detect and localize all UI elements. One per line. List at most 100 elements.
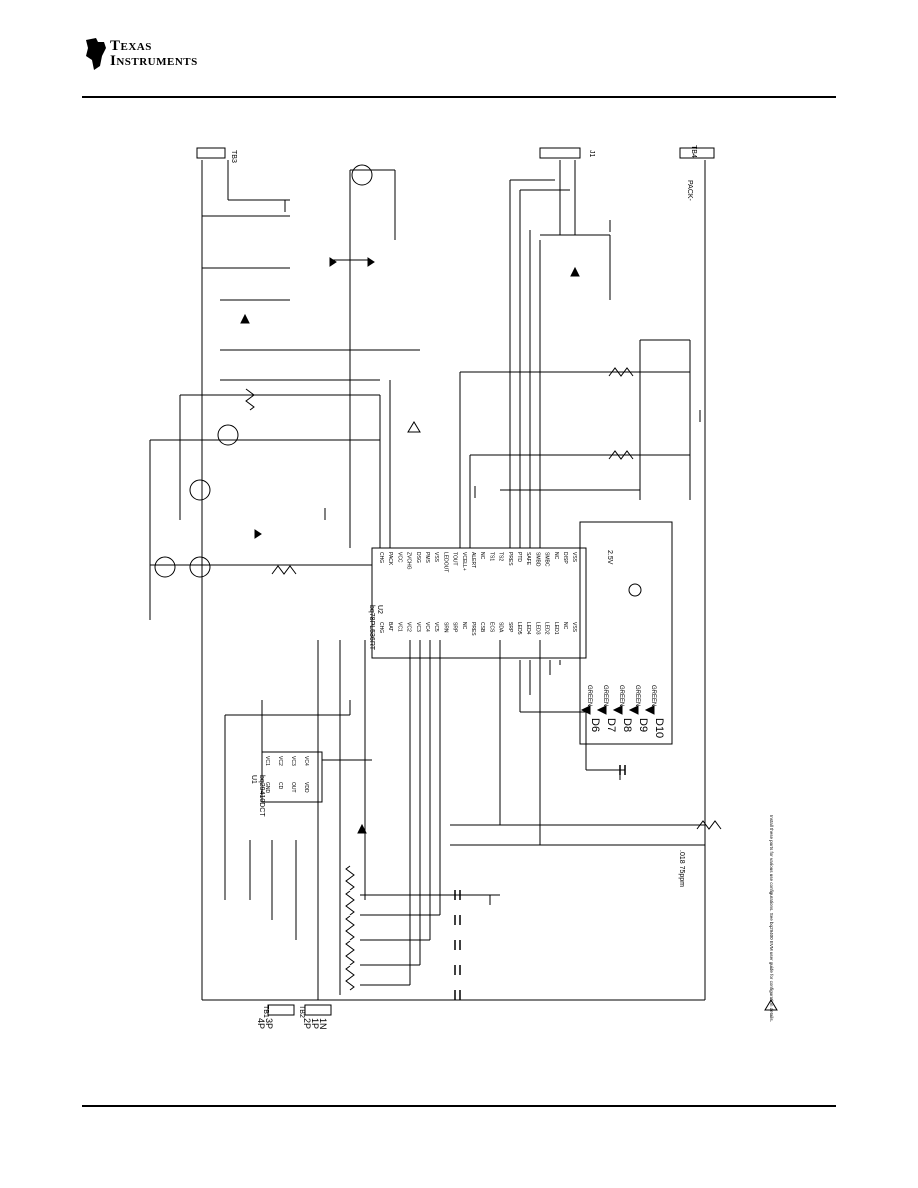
u2-pin-left-8: LEDOUT (442, 552, 448, 572)
resistor-r3 (345, 915, 355, 941)
resistor-r5 (345, 865, 355, 891)
u2-pin-right-4: VC2 (406, 622, 412, 632)
header-rule (82, 96, 836, 98)
u2-pin-left-22: VSS (571, 552, 577, 563)
led-d7-color: GREEN (602, 685, 608, 706)
u1-part: bq29410DCT (258, 775, 265, 817)
u2-pin-left-21: DISP (562, 552, 568, 564)
led-d7-icon (596, 705, 607, 715)
u2-pin-left-4: ZVCHG (406, 552, 412, 570)
fet-q3-icon (154, 556, 176, 578)
u2-pin-right-6: VC4 (424, 622, 430, 632)
led-d7-ref: D7 (605, 718, 617, 732)
note-triangle-icon (764, 999, 778, 1011)
u2-pin-right-14: SDA (498, 622, 504, 633)
led-d10-color: GREEN (650, 685, 656, 706)
connector-tb4 (679, 147, 715, 159)
fet-q4-icon (189, 479, 211, 501)
u2-pin-left-1: CHG (378, 552, 384, 563)
footer-rule (82, 1105, 836, 1107)
u2-pin-right-22: VSS (571, 622, 577, 633)
u1-pin-5: GND (264, 782, 270, 794)
u2-pin-left-7: VSS (433, 552, 439, 563)
u2-pin-right-2: BAT (387, 622, 393, 631)
u2-pin-right-10: NC (461, 622, 467, 630)
sense-resistor-r11 (696, 820, 722, 830)
u2-pin-left-9: TOUT (452, 552, 458, 566)
u2-pin-right-5: VC3 (415, 622, 421, 632)
sense-resistor-value: .018 75ppm (678, 850, 685, 887)
u1-pin-8: VDD (303, 782, 309, 793)
u2-pin-right-7: VC5 (433, 622, 439, 632)
u2-pin-right-8: SRN (442, 622, 448, 633)
led-d10-icon (644, 705, 655, 715)
tb2-label: TB2 (298, 1005, 305, 1018)
u2-pin-right-15: SRP (507, 622, 513, 633)
u2-pin-left-20: NC (553, 552, 559, 560)
led-d8-ref: D8 (621, 718, 633, 732)
zener-d4-icon (240, 313, 250, 324)
u2-pin-right-18: LED3 (534, 622, 540, 635)
tb1-pin-4p: 4P (256, 1018, 266, 1029)
connector-tb1 (267, 1004, 295, 1016)
fet-q6-icon (217, 424, 239, 446)
u2-pin-left-13: TS1 (488, 552, 494, 561)
tb1-label: TB1 (262, 1005, 269, 1018)
u1-pin-6: CD (277, 782, 283, 790)
u2-pin-left-15: PRES (507, 552, 513, 566)
led-d9-color: GREEN (634, 685, 640, 706)
u2-pin-left-12: NC (479, 552, 485, 560)
u2-pin-left-19: SMBC (544, 552, 550, 567)
u2-pin-right-3: VC1 (396, 622, 402, 632)
tb3-label: TB3 (230, 150, 237, 163)
ti-wordmark: Texas Instruments (110, 39, 198, 69)
tb2-pin-1n: 1N (318, 1018, 328, 1030)
connector-tb2 (304, 1004, 332, 1016)
resistor-r18 (271, 565, 297, 575)
connector-tb3 (196, 147, 226, 159)
ti-logo-icon (86, 38, 106, 70)
u2-pin-left-11: ALERT (470, 552, 476, 568)
ic-u2-body (371, 547, 587, 659)
diode-d11-icon (254, 529, 262, 539)
connector-j1 (539, 147, 581, 159)
u2-pin-right-13: ECS (488, 622, 494, 633)
u2-pin-left-2: PACK (387, 552, 393, 566)
resistor-r2 (345, 940, 355, 966)
u1-ref: U1 (250, 775, 257, 784)
led-d9-icon (628, 705, 639, 715)
u2-pin-right-17: LED4 (525, 622, 531, 635)
u2-pin-left-10: VCELL+ (461, 552, 467, 571)
brand-line-1: Texas (110, 38, 152, 54)
u2-pin-left-14: TS2 (498, 552, 504, 561)
u2-pin-left-18: SMBD (534, 552, 540, 567)
u1-pin-4: VC4 (303, 756, 309, 766)
u2-pin-right-9: SRP (452, 622, 458, 633)
u2-pin-right-11: PRES (470, 622, 476, 636)
u1-pin-3: VC3 (290, 756, 296, 766)
switch-s1-icon (628, 583, 642, 597)
resistor-r1 (345, 965, 355, 991)
led-d10-ref: D10 (653, 718, 665, 738)
u2-part: bq78PL536RT (368, 605, 375, 651)
diode-d3-icon (367, 257, 375, 267)
net-2v5-label: 2.5V (606, 550, 613, 565)
brand-line-2: Instruments (110, 53, 198, 69)
u2-pin-right-21: NC (562, 622, 568, 630)
fet-q2-icon (189, 556, 211, 578)
resistor-r4 (345, 890, 355, 916)
u2-pin-right-19: LED2 (544, 622, 550, 635)
led-d6-ref: D6 (589, 718, 601, 732)
u1-pin-1: VC1 (264, 756, 270, 766)
tb2-pin-1p: 1P (310, 1018, 320, 1029)
fet-q1-icon (351, 164, 373, 186)
u1-pin-2: VC2 (277, 756, 283, 766)
warning-triangle-icon (407, 421, 421, 433)
u1-pin-7: OUT (290, 782, 296, 793)
tb1-pin-3p: 3P (264, 1018, 274, 1029)
u2-pin-right-16: LED5 (516, 622, 522, 635)
tb2-pin-2p: 2P (302, 1018, 312, 1029)
install-note: Install these parts for various use conf… (769, 815, 774, 1022)
j1-label: J1 (588, 150, 595, 158)
